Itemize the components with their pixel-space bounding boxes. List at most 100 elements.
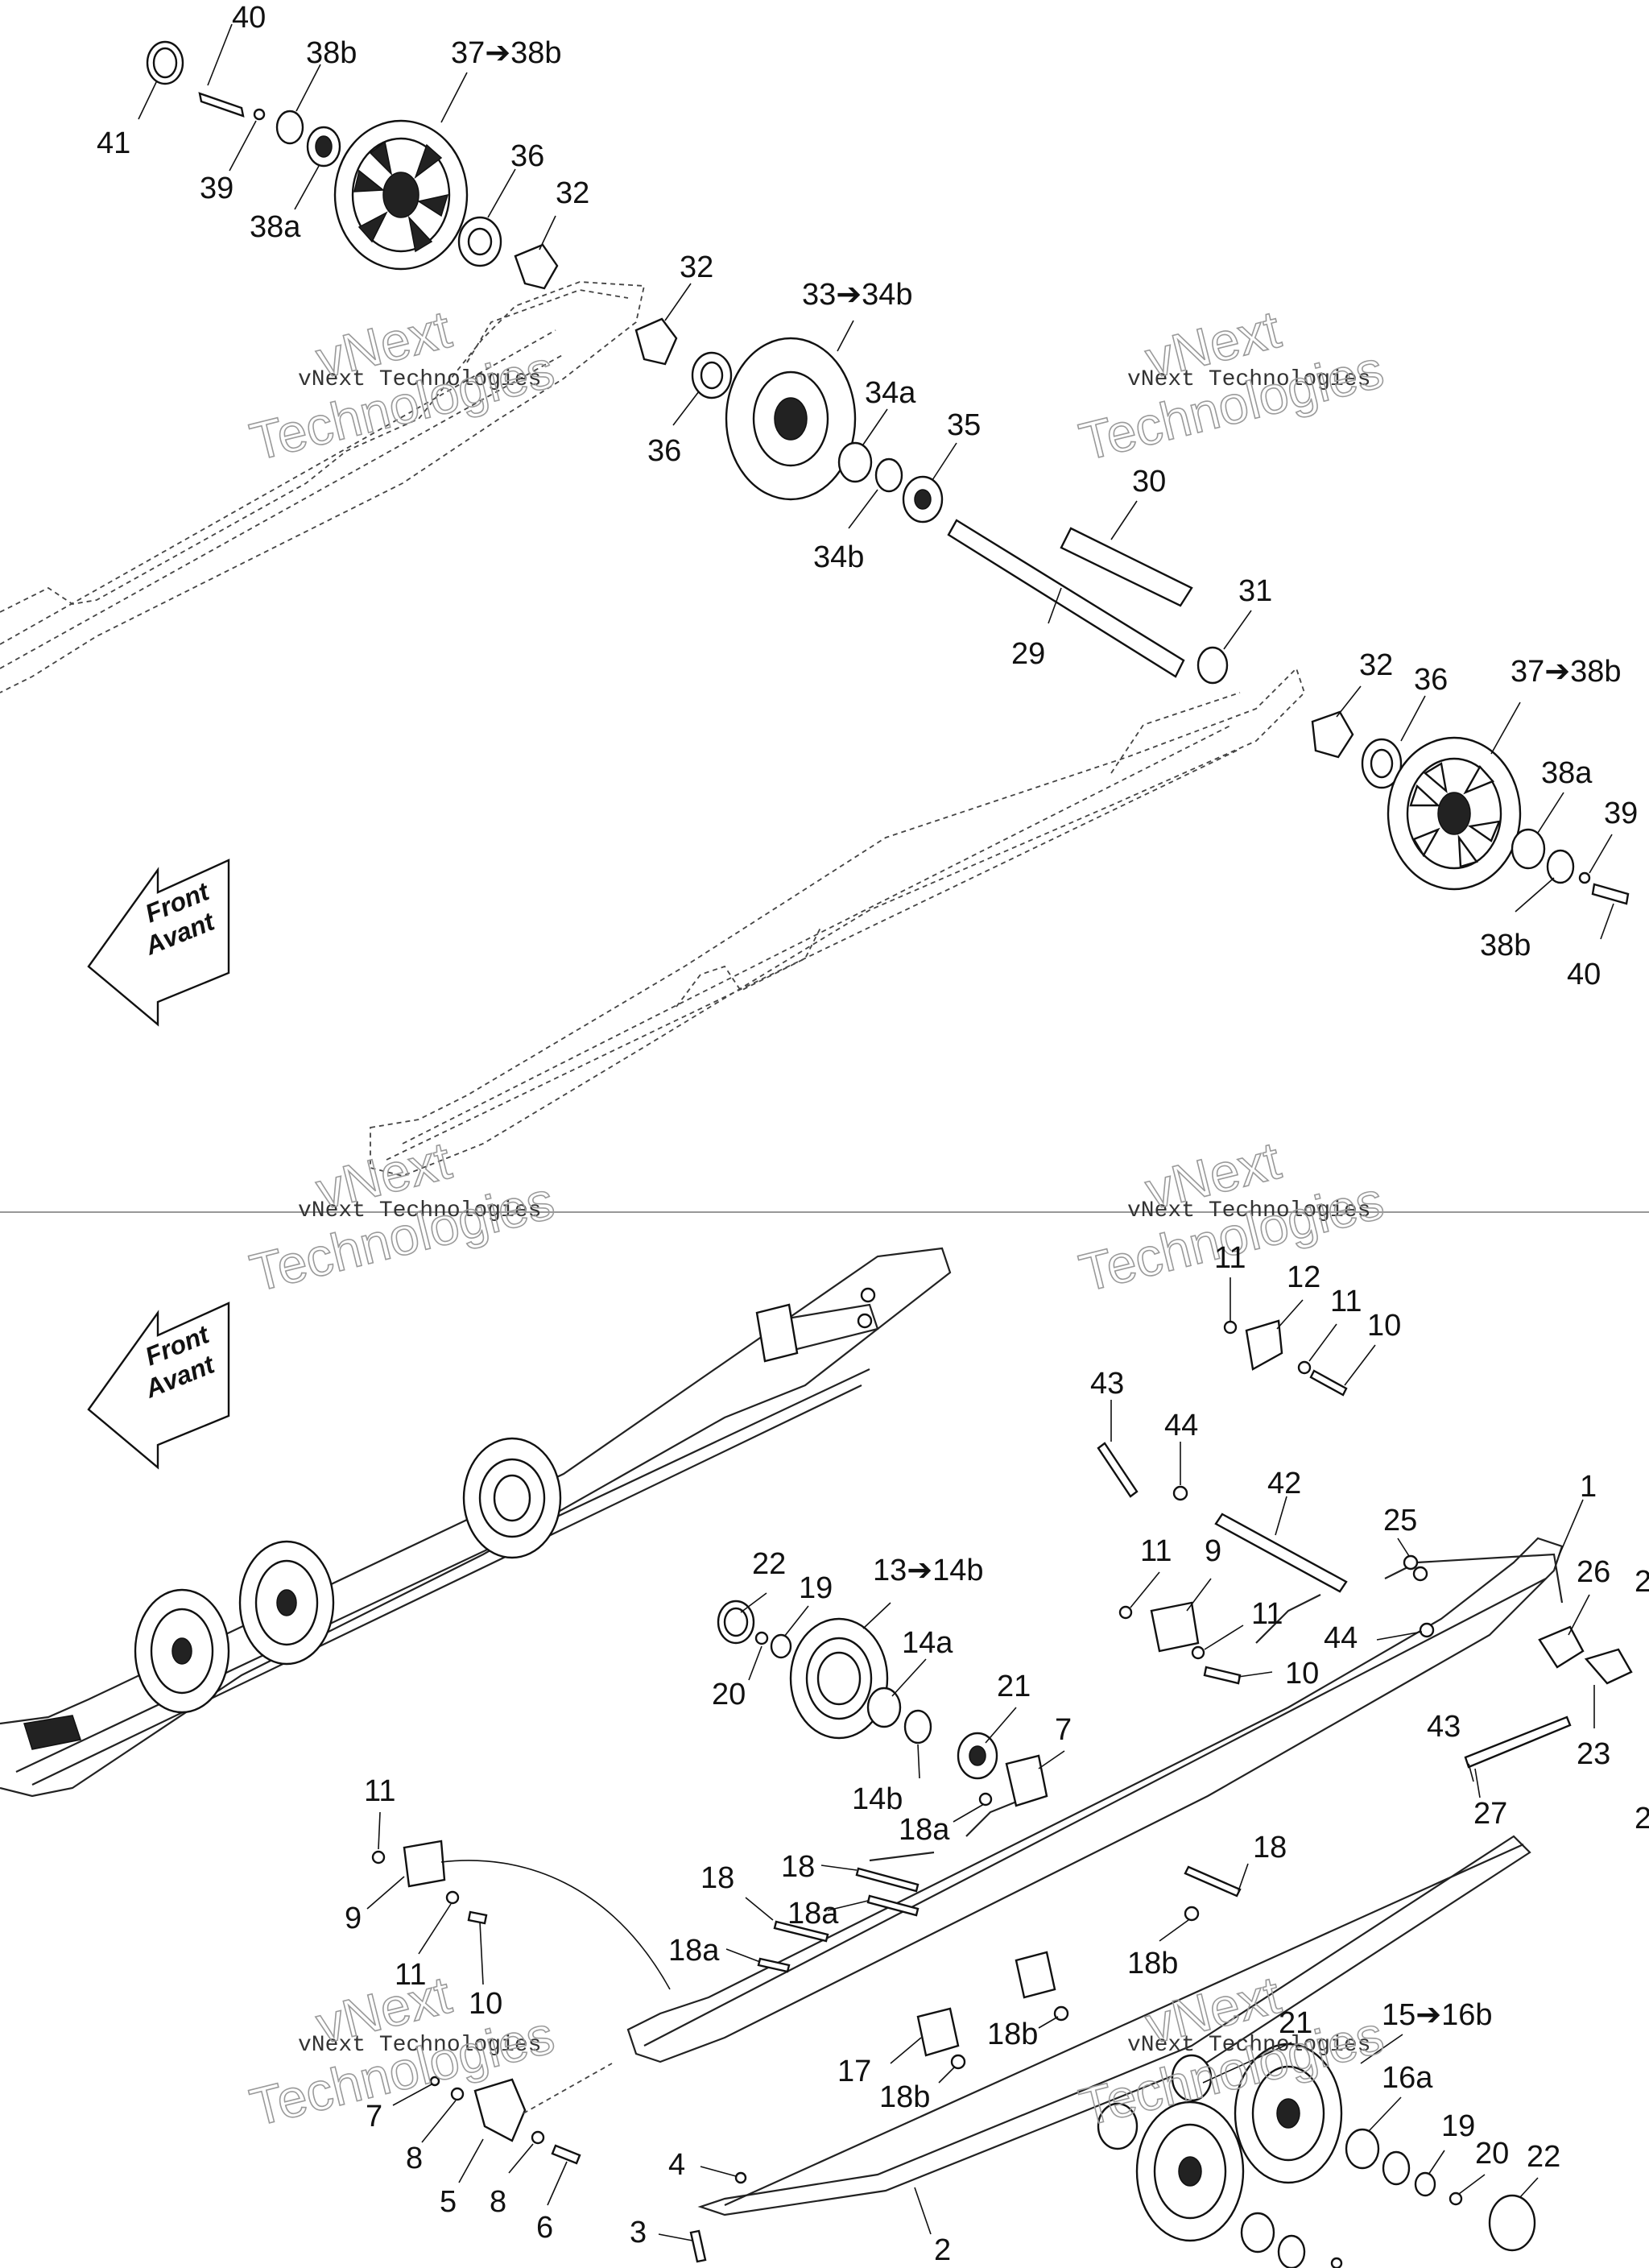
callout-label: 44: [1164, 1409, 1198, 1442]
callout-label: 22: [752, 1547, 786, 1581]
callout-label: 30: [1132, 465, 1166, 499]
callout-label: 27: [1473, 1797, 1507, 1831]
cap-22b: [1488, 2194, 1536, 2252]
bearing-34a: [837, 441, 873, 483]
callout-label: 3: [630, 2216, 647, 2249]
washer-8b: [531, 2130, 545, 2145]
block-9a: [1150, 1601, 1200, 1653]
callout-label: 18a: [668, 1934, 720, 1968]
ring-19a: [770, 1633, 792, 1659]
watermark: vNext Technologies vNext Technologies: [244, 298, 560, 472]
watermark-text: vNext Technologies: [298, 1198, 541, 1223]
callout-label: 2: [934, 2233, 951, 2267]
callout-label: 10: [469, 1987, 502, 2021]
callout-label: 38a: [250, 210, 301, 244]
bolt: [198, 92, 245, 118]
callout-label: 22: [1527, 2140, 1560, 2174]
bolt-4: [734, 2171, 747, 2184]
axle-29: [947, 519, 1185, 678]
snap-ring-34b: [874, 457, 903, 493]
callout-label: 40: [232, 1, 266, 35]
callout-label: 21: [997, 1670, 1031, 1703]
callout-label: 11: [395, 1958, 426, 1992]
bottom-callouts: 11 12 11 10 43 44 42 1 25 26 2 11 9 11 1…: [345, 1241, 1649, 2267]
callout-label: 13➔14b: [873, 1554, 984, 1587]
nut-18b-3: [950, 2054, 966, 2070]
callout-label: 26: [1577, 1555, 1610, 1589]
callout-label: 4: [668, 2148, 685, 2182]
bolt-6: [551, 2144, 581, 2165]
callout-label: 11: [364, 1774, 395, 1808]
washer-20a: [754, 1631, 769, 1645]
washer-11a: [1223, 1320, 1238, 1335]
snap-ring-14b: [903, 1709, 932, 1744]
callout-label: 18a: [899, 1813, 950, 1847]
callout-label: 18: [1253, 1831, 1287, 1864]
idler-wheel-top: [333, 119, 469, 271]
front-arrow-bottom: Front Avant: [87, 1302, 230, 1470]
callout-label: 20: [1475, 2137, 1509, 2171]
bearing-38a: [1511, 828, 1546, 870]
callout-label: 23: [1577, 1737, 1610, 1771]
watermark-text: vNext Technologies: [1127, 1198, 1370, 1223]
block-17a: [1015, 1951, 1056, 1999]
callout-label: 11: [1251, 1597, 1283, 1631]
callout-label: 38b: [306, 36, 357, 70]
bolt-18a: [855, 1867, 920, 1893]
idler-wheel-15a: [1135, 2100, 1245, 2242]
callout-label: 33➔34b: [802, 278, 913, 312]
washer-31: [1196, 646, 1229, 685]
washer-11d: [1191, 1645, 1205, 1660]
callout-label: 43: [1090, 1367, 1124, 1401]
callout-label: 18: [781, 1850, 815, 1884]
callout-label: 39: [1604, 797, 1638, 830]
callout-label: 10: [1285, 1657, 1319, 1691]
callout-label: 16a: [1382, 2061, 1433, 2095]
wheel-bracket: [514, 243, 559, 290]
spacer-21a-hole: [969, 1745, 986, 1766]
callout-label: 32: [680, 250, 713, 284]
bolt-10b: [1203, 1666, 1242, 1685]
ring-19b: [1414, 2171, 1436, 2197]
callout-label: 18a: [787, 1897, 839, 1931]
callout-label: 41: [97, 126, 130, 160]
bearing-16a-2: [1240, 2212, 1275, 2254]
callout-label: 14a: [902, 1626, 953, 1660]
washer-11b: [1297, 1360, 1312, 1375]
washer-8a: [450, 2087, 465, 2101]
callout-label: 8: [490, 2185, 506, 2219]
washer-20c: [1330, 2257, 1343, 2268]
seal-22a-inner: [723, 1607, 749, 1637]
idler-wheel-15b: [1234, 2042, 1343, 2184]
top-callouts: 40 41 39 38b 38a 37➔38b 36 32 32 33➔34b …: [97, 1, 1638, 991]
callout-label: 5: [440, 2185, 457, 2219]
callout-label: 40: [1567, 958, 1601, 991]
callout-label: 44: [1324, 1621, 1358, 1655]
callout-label: 42: [1267, 1467, 1301, 1500]
watermark-text: vNext Technologies: [298, 367, 541, 392]
washer-11e: [371, 1850, 386, 1864]
washer-25b: [1412, 1566, 1428, 1582]
callout-label: 32: [1359, 648, 1393, 682]
wheel-bracket-2: [634, 317, 678, 366]
bolt-18a-head: [978, 1792, 993, 1807]
block-9b-connector: [440, 1860, 671, 1990]
callout-label: 15➔16b: [1382, 1998, 1493, 2032]
wheel-bracket-3: [1311, 710, 1354, 759]
callout-label: 43: [1427, 1710, 1461, 1744]
bottom-rail-left: [0, 1247, 952, 1798]
bolt-18d: [757, 1957, 791, 1973]
watermark-text: vNext Technologies: [1127, 367, 1370, 392]
top-rail-left: [0, 281, 646, 693]
bolt-40: [1591, 883, 1630, 905]
callout-label: 18b: [879, 2080, 930, 2114]
bolt-43a: [1097, 1442, 1139, 1498]
callout-label: 38b: [1480, 929, 1531, 962]
watermark: vNext Technologies vNext Technologies: [1073, 1129, 1390, 1303]
spacer-2-hole: [700, 361, 724, 390]
bolt-7b: [429, 2076, 440, 2087]
tube-30: [1060, 527, 1193, 607]
callout-label: 19: [1441, 2109, 1475, 2143]
callout-label: 9: [1205, 1534, 1221, 1568]
